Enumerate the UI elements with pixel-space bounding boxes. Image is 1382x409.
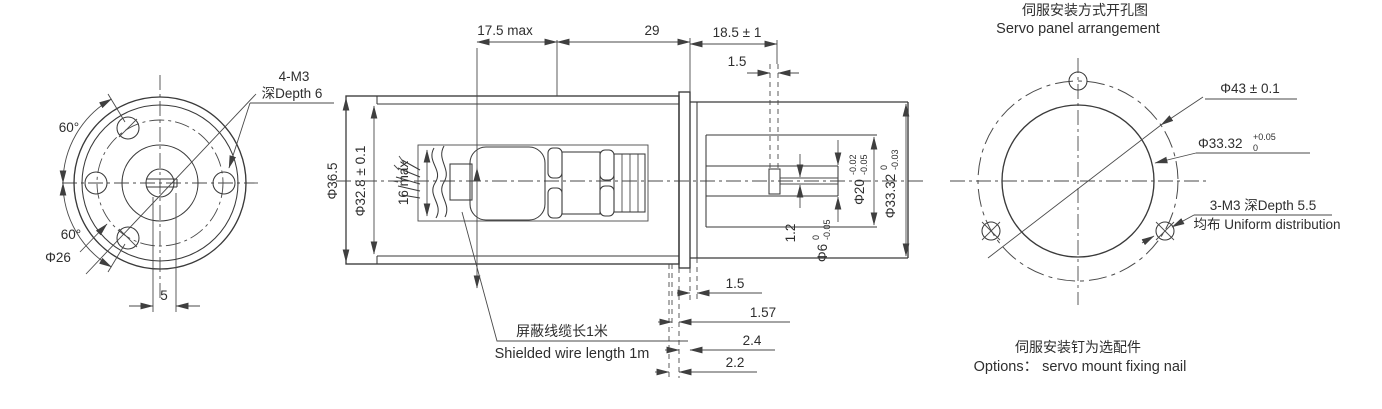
shaft-slot-collar <box>768 168 781 195</box>
cable-note-en: Shielded wire length 1m <box>495 346 650 362</box>
cable-note: 屏蔽线缆长1米 Shielded wire length 1m <box>461 211 688 362</box>
panel-note-zh: 伺服安装钉为选配件 <box>1015 339 1141 355</box>
svg-text:-0.05: -0.05 <box>822 219 832 240</box>
cable-note-zh: 屏蔽线缆长1米 <box>516 323 608 339</box>
dim-step2: 1.57 <box>750 305 776 320</box>
panel-bolt-circle-label: Φ43 ± 0.1 <box>1220 81 1279 96</box>
front-shaft-slot <box>146 178 178 188</box>
panel-bore-circle <box>1001 104 1155 258</box>
panel-bolt-circle <box>977 80 1179 282</box>
front-angle-dimensions: 60° 60° <box>59 93 126 273</box>
svg-text:Φ33.32: Φ33.32 <box>1198 136 1243 151</box>
dim-body-od: Φ36.5 <box>325 162 340 199</box>
svg-text:0: 0 <box>879 165 889 170</box>
cable-entry-block <box>449 163 473 201</box>
panel-mount-holes <box>981 71 1175 246</box>
dim-hub-diameter: Φ20 -0.02 -0.05 <box>848 154 869 204</box>
dim-key-width: 1.2 <box>783 224 798 243</box>
side-step-dimensions: 1.5 1.57 2.4 2.2 <box>655 258 790 378</box>
panel-note-en: Options： servo mount fixing nail <box>974 359 1187 375</box>
svg-text:Φ6: Φ6 <box>815 244 830 262</box>
dim-connector-length: 17.5 max <box>477 23 533 38</box>
panel-title-en: Servo panel arrangement <box>996 21 1160 37</box>
dim-motor-od: Φ32.8 ± 0.1 <box>353 146 368 217</box>
offset-label: 5 <box>160 288 168 303</box>
dim-shaft-diameter: Φ6 0 -0.05 <box>811 219 832 262</box>
cable-break-symbol2 <box>441 145 448 218</box>
panel-callout-line2: 均布 Uniform distribution <box>1193 217 1340 232</box>
dim-body-length: 29 <box>644 23 659 38</box>
panel-title-zh: 伺服安装方式开孔图 <box>1022 2 1148 18</box>
dim-connector-height: 16 max <box>396 161 411 206</box>
cable-gland-assembly <box>392 144 649 222</box>
front-offset-dimension: 5 <box>129 193 200 312</box>
front-bore-circle <box>121 144 199 222</box>
front-bolt-circle-dimension: Φ26 <box>45 223 108 265</box>
svg-text:+0.05: +0.05 <box>1253 132 1276 142</box>
panel-hole-callout: 3-M3 深Depth 5.5 均布 Uniform distribution <box>1171 198 1341 232</box>
cable-break-symbol <box>431 147 439 219</box>
side-diameter-dimensions: Φ36.5 Φ32.8 ± 0.1 16 max Φ20 -0.02 -0.05… <box>325 97 910 263</box>
panel-bore-dimension: Φ33.32 0 +0.05 <box>1154 132 1310 164</box>
side-length-dimensions: 17.5 max 29 18.5 ± 1 1.5 <box>473 23 799 289</box>
front-hole-callout: 4-M3 深Depth 6 <box>85 69 334 275</box>
front-shaft-circle <box>145 168 175 198</box>
dim-step3: 2.4 <box>743 333 762 348</box>
svg-text:Φ33.32: Φ33.32 <box>883 174 898 219</box>
panel-view: 伺服安装方式开孔图 Servo panel arrangement Φ43 ± … <box>950 2 1341 375</box>
dim-slot-width: 1.5 <box>728 54 747 69</box>
dim-spigot-diameter: Φ33.32 0 -0.03 <box>879 149 900 218</box>
svg-text:0: 0 <box>1253 143 1258 153</box>
front-bolt-circle <box>96 119 224 247</box>
angle-label-top: 60° <box>59 120 79 135</box>
gland-clamp <box>613 153 646 213</box>
svg-text:-0.05: -0.05 <box>859 154 869 175</box>
hole-callout-line2: 深Depth 6 <box>262 86 323 101</box>
dim-front-length: 18.5 ± 1 <box>713 25 762 40</box>
svg-text:Φ20: Φ20 <box>852 179 867 205</box>
dim-step4: 2.2 <box>726 355 745 370</box>
front-view: 60° 60° Φ26 5 4-M3 深Depth 6 <box>45 69 334 312</box>
shielded-wires <box>392 155 421 199</box>
angle-label-bottom: 60° <box>61 227 81 242</box>
side-view: 17.5 max 29 18.5 ± 1 1.5 Φ36.5 Φ32.8 ± 0… <box>325 23 925 378</box>
bolt-circle-label: Φ26 <box>45 250 71 265</box>
gland-dome <box>469 146 546 221</box>
hole-callout-line1: 4-M3 <box>279 69 310 84</box>
side-body-outline <box>345 91 909 269</box>
svg-text:-0.03: -0.03 <box>890 149 900 170</box>
panel-bolt-circle-dimension: Φ43 ± 0.1 <box>987 81 1297 259</box>
svg-text:-0.02: -0.02 <box>848 154 858 175</box>
dim-step1: 1.5 <box>726 276 745 291</box>
mounting-flange <box>678 91 691 269</box>
panel-callout-line1: 3-M3 深Depth 5.5 <box>1210 198 1317 213</box>
svg-text:0: 0 <box>811 235 821 240</box>
